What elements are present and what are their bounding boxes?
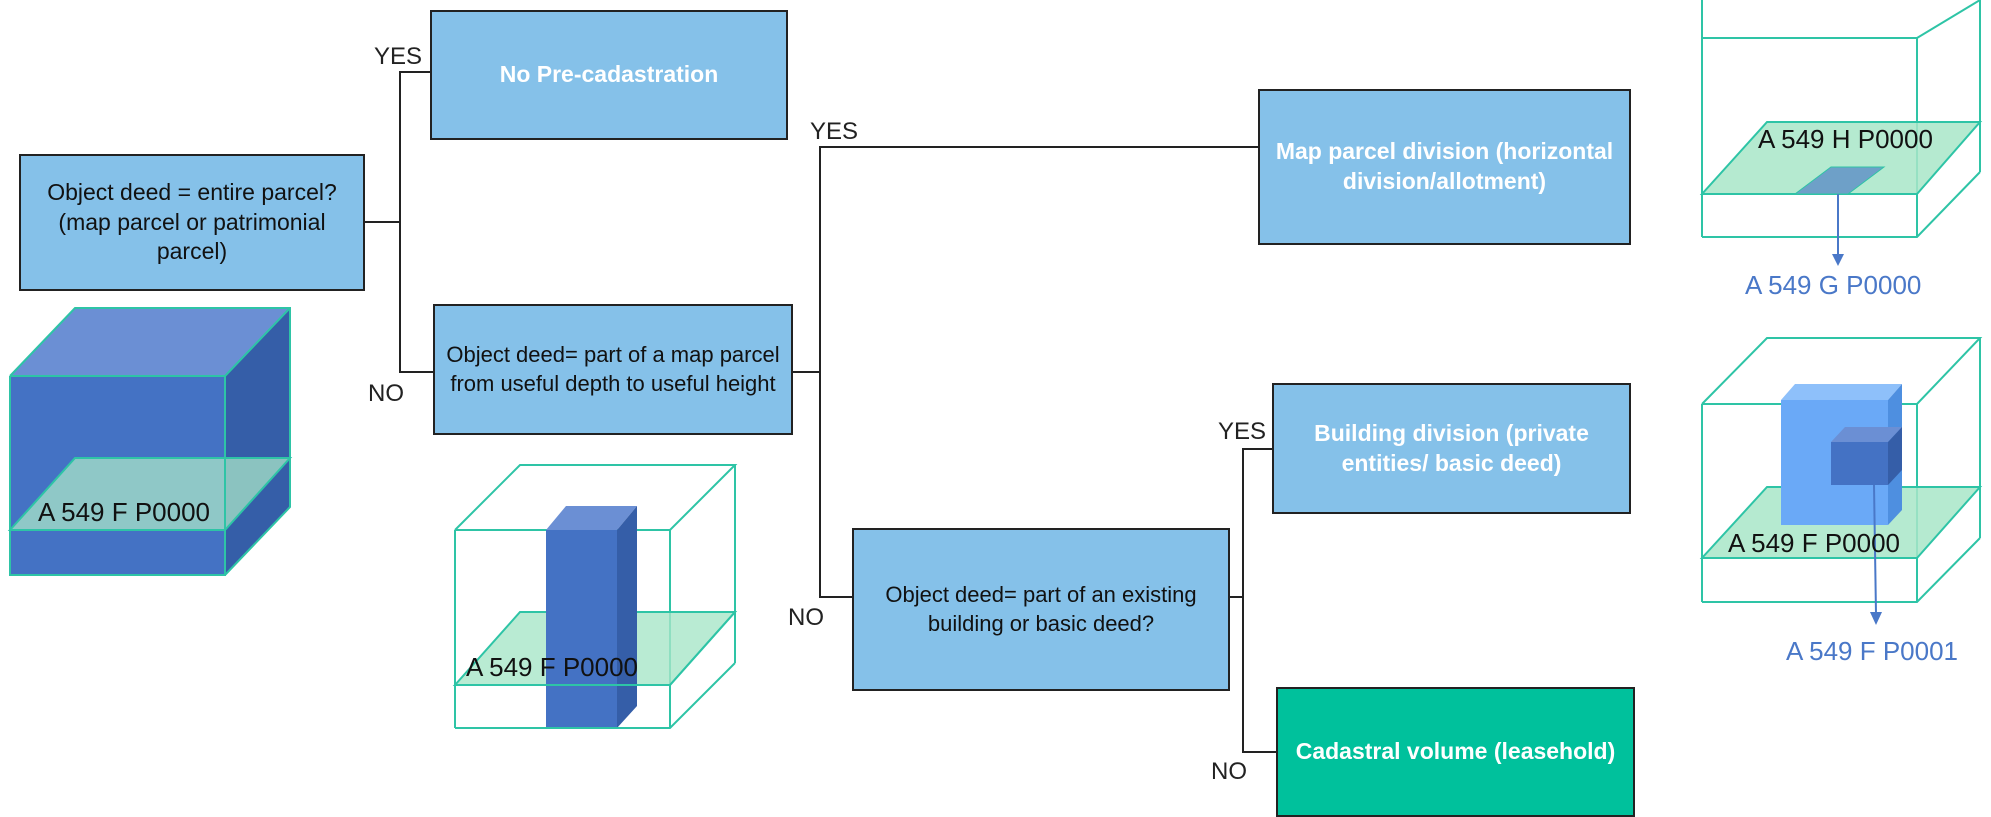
- result-cadastral-volume: Cadastral volume (leasehold): [1276, 687, 1635, 817]
- result-no-precadastration-text: No Pre-cadastration: [499, 61, 719, 88]
- branch-label-q1-no: NO: [368, 380, 404, 407]
- branch-label-q1-yes: YES: [374, 43, 423, 70]
- building-code: A 549 F P0000: [1728, 528, 1901, 558]
- question-part-of-map-parcel-text: Object deed= part of a map parcel from u…: [446, 341, 780, 396]
- connector-q1-no: [399, 222, 433, 373]
- result-building-division: Building division (private entities/ bas…: [1272, 383, 1631, 514]
- question-part-of-building: Object deed= part of an existing buildin…: [852, 528, 1230, 691]
- parcel-code: A 549 F P0000: [38, 497, 211, 527]
- result-building-division-text: Building division (private entities/ bas…: [1314, 419, 1589, 476]
- map-division-result-code: A 549 G P0000: [1745, 270, 1922, 300]
- question-part-of-map-parcel: Object deed= part of a map parcel from u…: [433, 304, 793, 435]
- connector-q3-no: [1242, 597, 1276, 753]
- question-entire-parcel: Object deed = entire parcel? (map parcel…: [19, 154, 365, 291]
- connector-q1-yes: [399, 71, 430, 222]
- connector-q2-no: [819, 372, 852, 598]
- question-entire-parcel-text: Object deed = entire parcel? (map parcel…: [47, 178, 337, 265]
- branch-label-q2-no: NO: [788, 604, 824, 631]
- result-map-parcel-division: Map parcel division (horizontal division…: [1258, 89, 1631, 245]
- result-no-precadastration: No Pre-cadastration: [430, 10, 788, 140]
- building-result-code: A 549 F P0001: [1786, 636, 1959, 666]
- volume-code: A 549 F P0000: [466, 652, 639, 682]
- branch-label-q2-yes: YES: [810, 118, 859, 145]
- result-map-parcel-division-text: Map parcel division (horizontal division…: [1275, 138, 1614, 194]
- map-division-code: A 549 H P0000: [1758, 124, 1933, 154]
- branch-label-q3-yes: YES: [1218, 418, 1267, 445]
- question-part-of-building-text: Object deed= part of an existing buildin…: [885, 581, 1197, 636]
- connector-q3-yes: [1242, 448, 1272, 597]
- connector-q2-yes: [819, 146, 1258, 372]
- result-cadastral-volume-text: Cadastral volume (leasehold): [1295, 738, 1616, 765]
- branch-label-q3-no: NO: [1211, 758, 1247, 785]
